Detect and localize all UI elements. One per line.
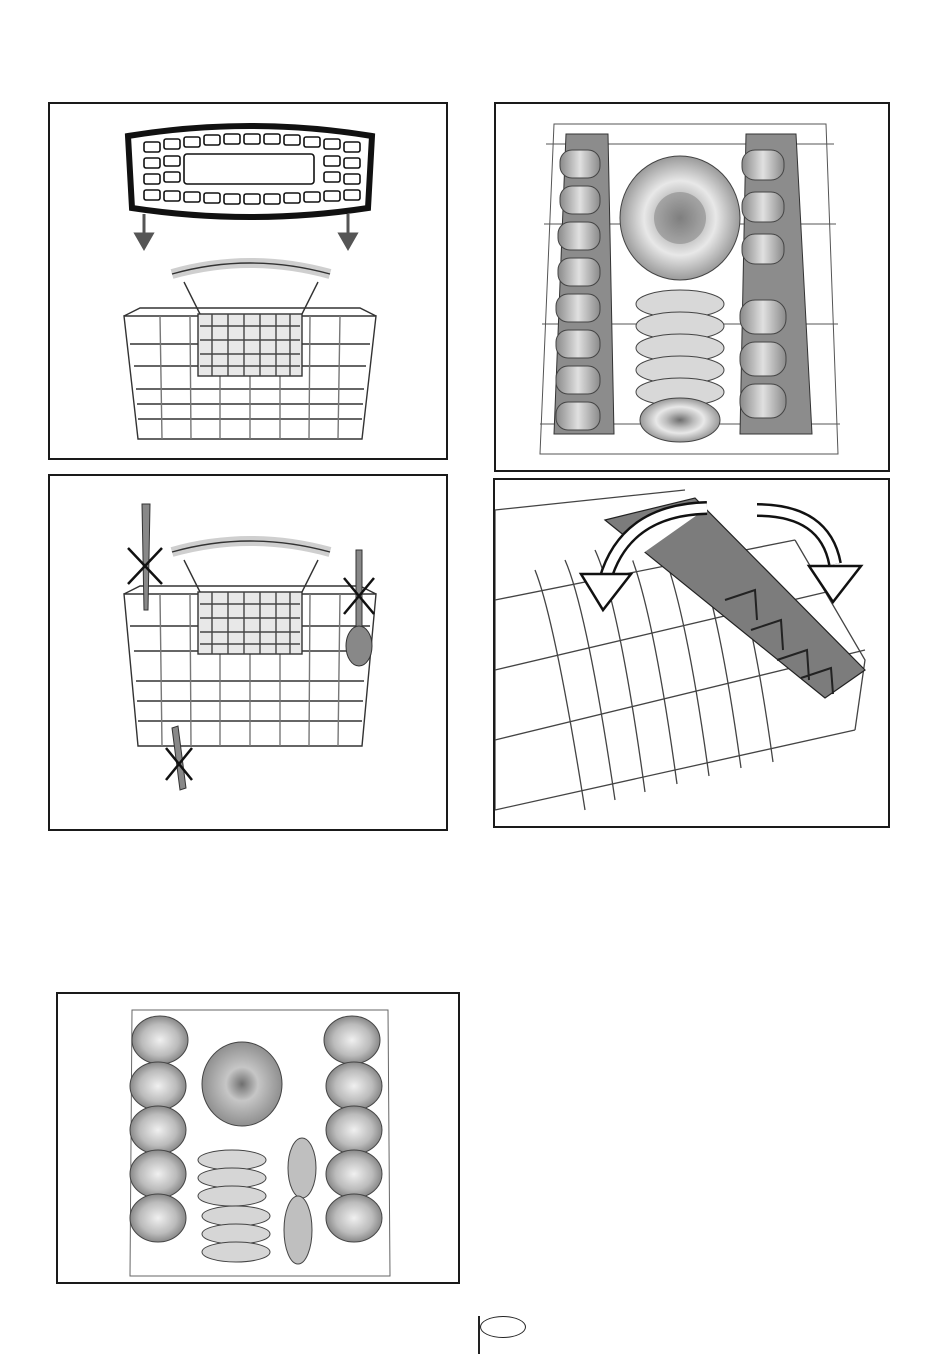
right-cup-support: [740, 134, 812, 434]
cutlery-basket: [124, 263, 376, 439]
figure-upper-rack-loaded: [494, 102, 890, 472]
cups-left: [130, 1016, 188, 1242]
knife-icon: [142, 504, 150, 610]
lower-rack-illustration: [58, 994, 460, 1284]
cups-right: [324, 1016, 382, 1242]
cutlery-placement-illustration: [50, 476, 448, 831]
page-number-badge: [480, 1316, 526, 1338]
upper-rack-illustration: [496, 104, 890, 472]
large-plate: [202, 1042, 282, 1126]
cutlery-basket-grid-illustration: [50, 104, 448, 460]
cutlery-basket: [124, 541, 376, 746]
grid-insert: [128, 126, 372, 217]
figure-cutlery-placement: [48, 474, 448, 831]
folding-rack-illustration: [495, 480, 890, 828]
figure-cutlery-basket-grid: [48, 102, 448, 460]
figure-lower-rack-loaded: [56, 992, 460, 1284]
stacked-plates: [198, 1138, 316, 1264]
figure-folding-rack: [493, 478, 890, 828]
left-cup-support: [554, 134, 614, 434]
footer-divider: [478, 1316, 480, 1354]
stacked-plates: [636, 290, 724, 442]
